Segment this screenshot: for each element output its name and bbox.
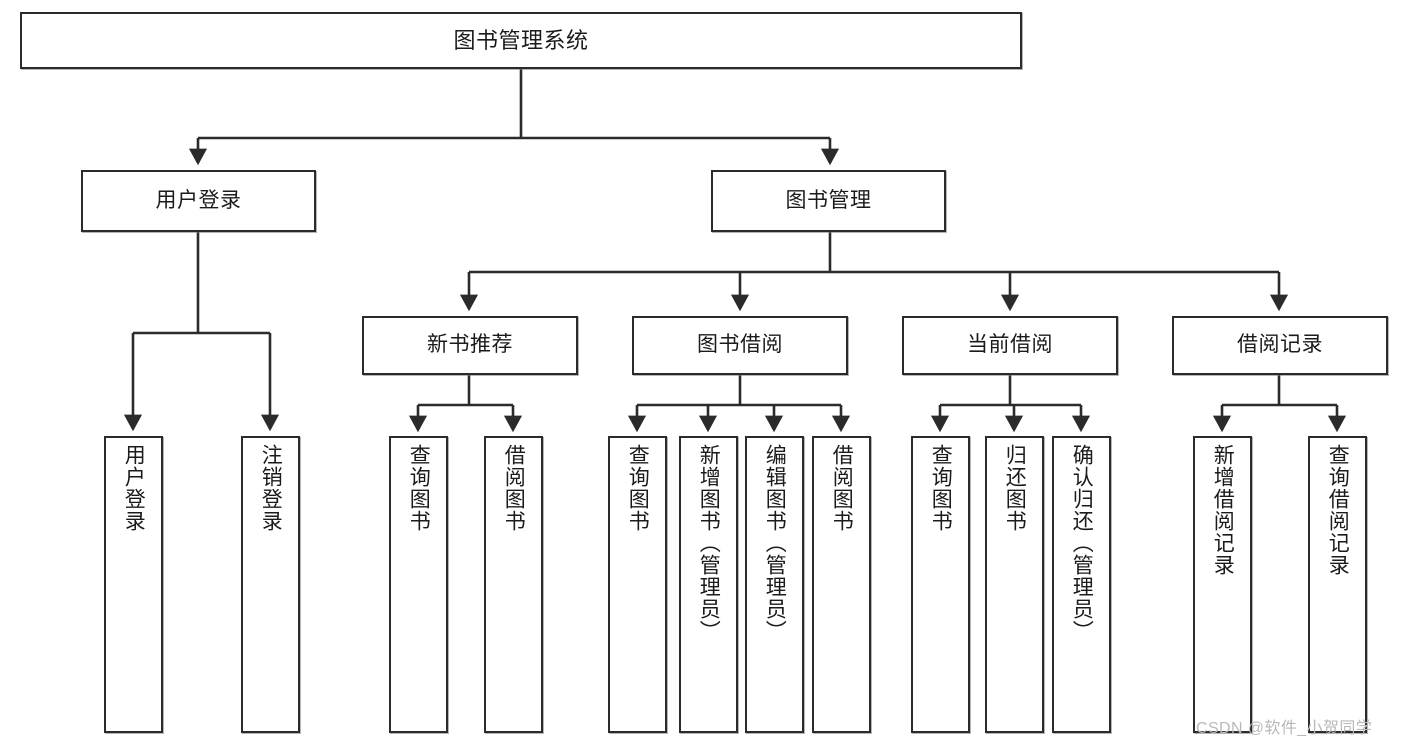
node-leaf-cb-confirm-label: 确认归还（管理员） — [1070, 444, 1094, 642]
node-leaf-rec-query[interactable]: 查询图书 — [389, 436, 448, 733]
node-leaf-cb-return[interactable]: 归还图书 — [985, 436, 1044, 733]
node-leaf-rec-query-label: 查询图书 — [407, 444, 431, 532]
node-leaf-bb-add-label: 新增图书（管理员） — [697, 444, 721, 642]
node-leaf-bb-borrow-label: 借阅图书 — [830, 444, 854, 532]
node-leaf-bb-edit[interactable]: 编辑图书（管理员） — [745, 436, 804, 733]
node-leaf-user-logout-label: 注销登录 — [259, 444, 283, 532]
csdn-watermark: CSDN @软件_小贺同学 — [1196, 720, 1373, 737]
node-leaf-user-login-label: 用户登录 — [122, 444, 146, 532]
node-user-login-label: 用户登录 — [155, 188, 242, 212]
node-leaf-rec-borrow[interactable]: 借阅图书 — [484, 436, 543, 733]
node-borrow-record-label: 借阅记录 — [1237, 333, 1323, 357]
node-leaf-bb-edit-label: 编辑图书（管理员） — [763, 444, 787, 642]
node-new-book-rec[interactable]: 新书推荐 — [362, 316, 578, 375]
node-leaf-br-query[interactable]: 查询借阅记录 — [1308, 436, 1367, 733]
node-current-borrow[interactable]: 当前借阅 — [902, 316, 1118, 375]
node-leaf-cb-return-label: 归还图书 — [1003, 444, 1027, 532]
node-book-borrow[interactable]: 图书借阅 — [632, 316, 848, 375]
node-borrow-record[interactable]: 借阅记录 — [1172, 316, 1388, 375]
node-root-label: 图书管理系统 — [453, 27, 589, 53]
node-book-manage[interactable]: 图书管理 — [711, 170, 946, 232]
node-leaf-rec-borrow-label: 借阅图书 — [502, 444, 526, 532]
node-leaf-bb-add[interactable]: 新增图书（管理员） — [679, 436, 738, 733]
node-new-book-rec-label: 新书推荐 — [427, 333, 513, 357]
node-leaf-user-login[interactable]: 用户登录 — [104, 436, 163, 733]
node-leaf-bb-query[interactable]: 查询图书 — [608, 436, 667, 733]
node-leaf-br-add-label: 新增借阅记录 — [1211, 444, 1235, 576]
node-book-borrow-label: 图书借阅 — [697, 333, 783, 357]
node-book-manage-label: 图书管理 — [785, 188, 872, 212]
node-leaf-bb-borrow[interactable]: 借阅图书 — [812, 436, 871, 733]
node-leaf-br-query-label: 查询借阅记录 — [1326, 444, 1350, 576]
node-current-borrow-label: 当前借阅 — [967, 333, 1053, 357]
node-leaf-cb-query[interactable]: 查询图书 — [911, 436, 970, 733]
node-leaf-user-logout[interactable]: 注销登录 — [241, 436, 300, 733]
node-leaf-cb-confirm[interactable]: 确认归还（管理员） — [1052, 436, 1111, 733]
node-user-login[interactable]: 用户登录 — [81, 170, 316, 232]
node-leaf-bb-query-label: 查询图书 — [626, 444, 650, 532]
node-leaf-cb-query-label: 查询图书 — [929, 444, 953, 532]
node-leaf-br-add[interactable]: 新增借阅记录 — [1193, 436, 1252, 733]
node-root[interactable]: 图书管理系统 — [20, 12, 1022, 69]
